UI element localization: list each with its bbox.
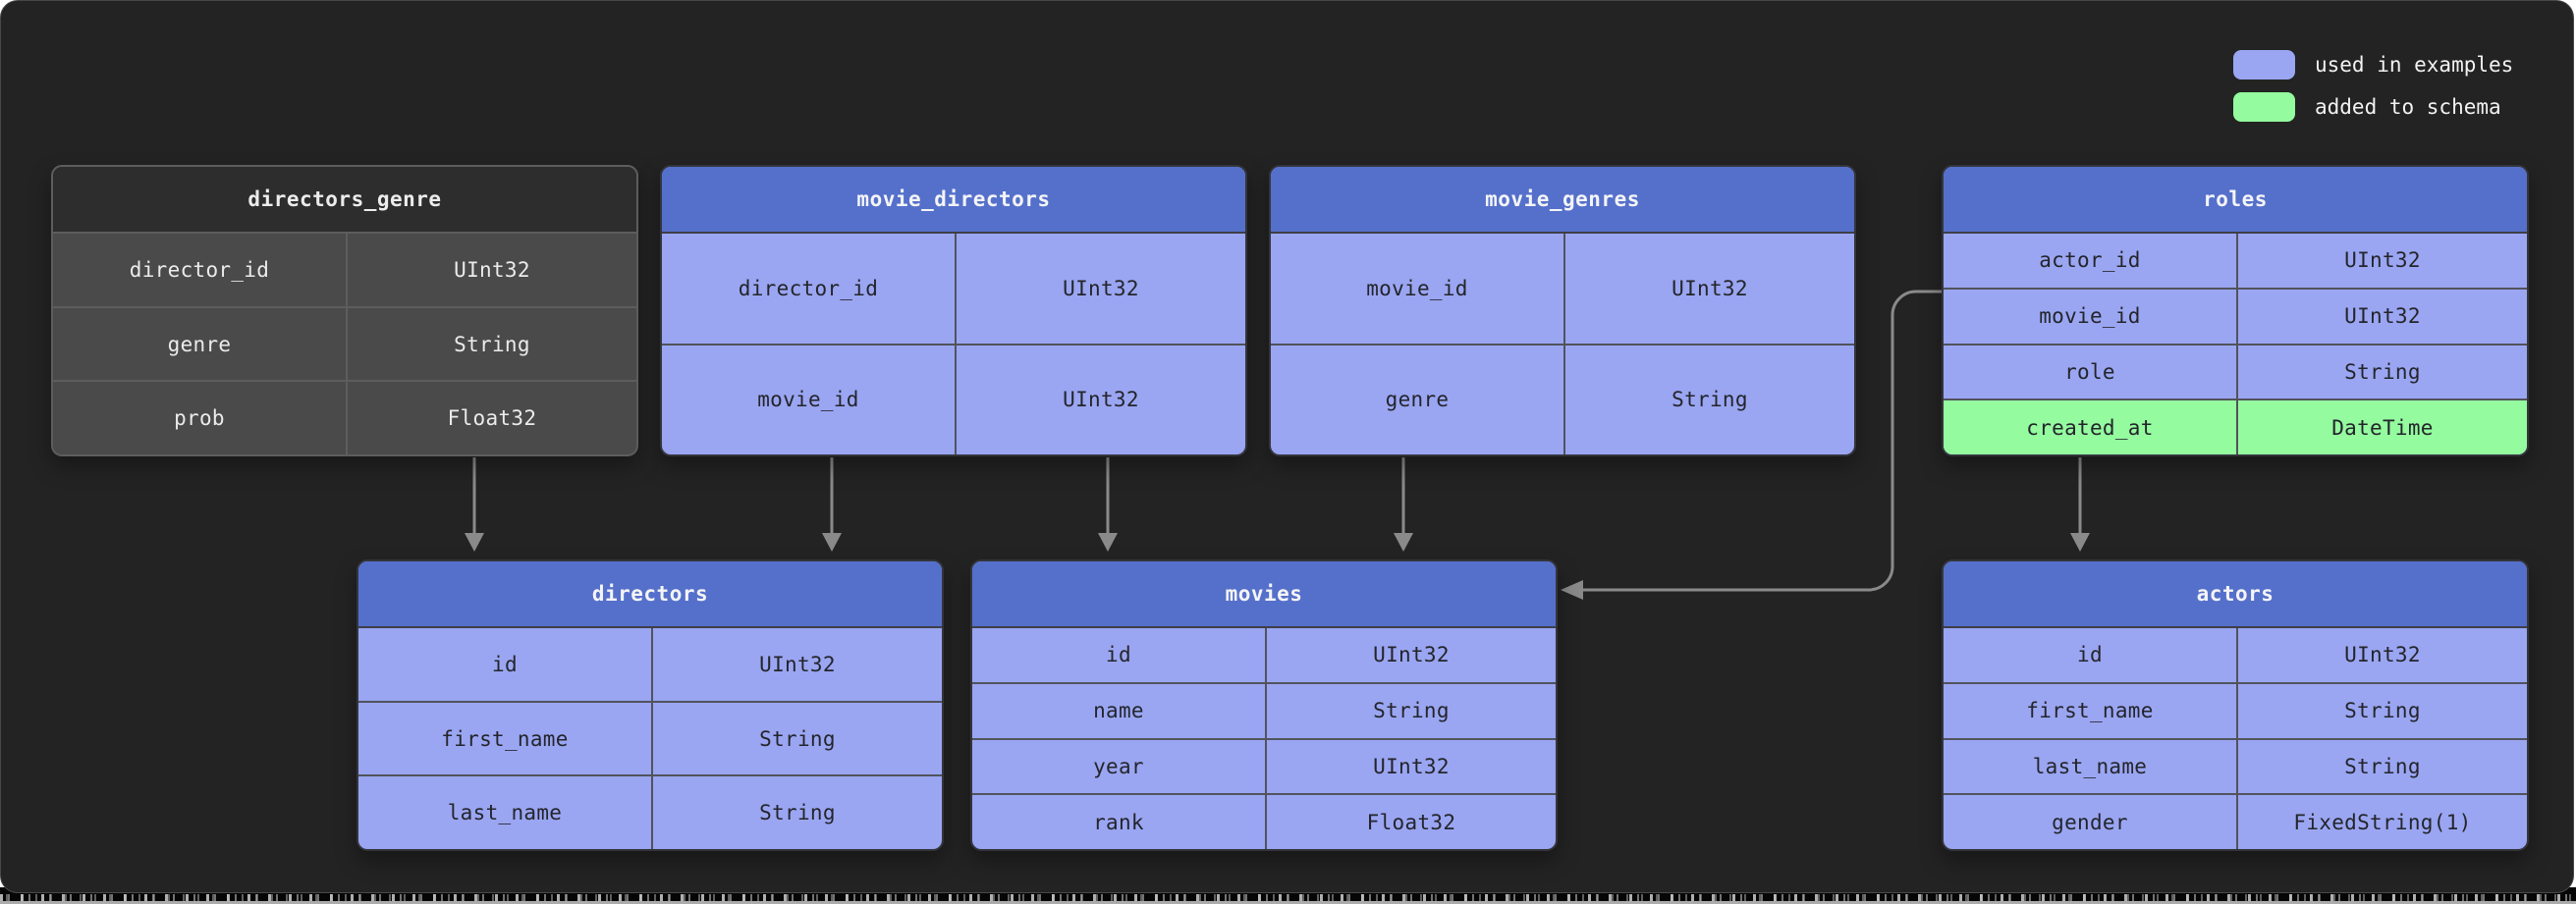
- column-name: genre: [1271, 345, 1565, 454]
- table-title: roles: [1944, 167, 2527, 234]
- column-type: DateTime: [2331, 415, 2434, 440]
- table-title: directors_genre: [53, 167, 636, 234]
- column-name: id: [1944, 628, 2238, 682]
- table-row: id UInt32: [972, 628, 1556, 682]
- column-type: UInt32: [454, 257, 530, 282]
- table-movie_directors: movie_directors director_id UInt32 movie…: [660, 165, 1247, 456]
- table-title: movie_directors: [662, 167, 1245, 234]
- column-name: id: [358, 628, 653, 701]
- table-row: id UInt32: [358, 628, 942, 701]
- table-row: rank Float32: [972, 793, 1556, 849]
- column-name: movie_id: [1944, 289, 2238, 344]
- column-name: created_at: [1944, 400, 2238, 454]
- legend-label: added to schema: [2315, 95, 2501, 119]
- legend-swatch-added-to-schema: [2233, 92, 2295, 122]
- legend-item-added-to-schema: added to schema: [2233, 92, 2513, 122]
- table-row: movie_id UInt32: [662, 343, 1245, 454]
- column-type: Float32: [1366, 810, 1456, 834]
- table-row: genre String: [1271, 343, 1854, 454]
- table-row: last_name String: [1944, 737, 2527, 794]
- column-name: genre: [53, 307, 348, 381]
- column-name: gender: [1944, 795, 2238, 849]
- column-name: prob: [53, 382, 348, 454]
- column-name: first_name: [358, 702, 653, 775]
- table-row: director_id UInt32: [53, 234, 636, 306]
- column-type: String: [759, 726, 836, 751]
- column-name: director_id: [662, 234, 957, 344]
- table-row: gender FixedString(1): [1944, 793, 2527, 849]
- column-type: UInt32: [1063, 388, 1139, 412]
- column-name: rank: [972, 795, 1267, 849]
- legend: used in examples added to schema: [2233, 50, 2513, 122]
- table-row: prob Float32: [53, 380, 636, 454]
- column-type: String: [2344, 754, 2421, 778]
- column-type: UInt32: [1373, 643, 1450, 667]
- column-type: UInt32: [1373, 754, 1450, 778]
- column-type: UInt32: [2344, 643, 2421, 667]
- column-type: String: [2344, 699, 2421, 723]
- column-name: last_name: [1944, 739, 2238, 794]
- column-name: name: [972, 683, 1267, 738]
- column-type: String: [759, 801, 836, 825]
- column-name: movie_id: [1271, 234, 1565, 344]
- legend-label: used in examples: [2315, 53, 2514, 77]
- table-row: id UInt32: [1944, 628, 2527, 682]
- column-name: last_name: [358, 776, 653, 849]
- table-row: movie_id UInt32: [1944, 287, 2527, 344]
- column-type: Float32: [447, 406, 537, 431]
- column-type: UInt32: [1063, 276, 1139, 300]
- column-type: UInt32: [1672, 276, 1748, 300]
- table-actors: actors id UInt32 first_name String last_…: [1942, 559, 2529, 851]
- column-type: String: [2344, 359, 2421, 384]
- table-row: role String: [1944, 343, 2527, 399]
- table-row: name String: [972, 681, 1556, 738]
- table-directors_genre: directors_genre director_id UInt32 genre…: [51, 165, 638, 456]
- bottom-edge-line: [0, 901, 2576, 904]
- column-name: first_name: [1944, 683, 2238, 738]
- table-movies: movies id UInt32 name String year UInt32…: [970, 559, 1558, 851]
- column-type: String: [454, 332, 530, 356]
- bottom-cutoff-text-speckles: [0, 894, 2576, 901]
- column-type: String: [1672, 388, 1748, 412]
- column-name: id: [972, 628, 1267, 682]
- legend-item-used-in-examples: used in examples: [2233, 50, 2513, 80]
- table-title: movies: [972, 561, 1556, 628]
- column-name: role: [1944, 345, 2238, 399]
- table-row: genre String: [53, 305, 636, 381]
- table-row: first_name String: [1944, 681, 2527, 738]
- column-type: UInt32: [2344, 304, 2421, 329]
- table-title: movie_genres: [1271, 167, 1854, 234]
- table-title: actors: [1944, 561, 2527, 628]
- table-row: director_id UInt32: [662, 234, 1245, 344]
- column-type: UInt32: [2344, 248, 2421, 273]
- table-row: year UInt32: [972, 737, 1556, 794]
- column-name: director_id: [53, 234, 348, 306]
- legend-swatch-used-in-examples: [2233, 50, 2295, 80]
- column-type: UInt32: [759, 652, 836, 676]
- column-name: movie_id: [662, 345, 957, 454]
- table-movie_genres: movie_genres movie_id UInt32 genre Strin…: [1269, 165, 1856, 456]
- table-row: movie_id UInt32: [1271, 234, 1854, 344]
- table-title: directors: [358, 561, 942, 628]
- table-row-added-to-schema: created_at DateTime: [1944, 399, 2527, 454]
- table-row: first_name String: [358, 700, 942, 775]
- table-directors: directors id UInt32 first_name String la…: [356, 559, 944, 851]
- table-row: last_name String: [358, 774, 942, 849]
- table-roles: roles actor_id UInt32 movie_id UInt32 ro…: [1942, 165, 2529, 456]
- column-name: year: [972, 739, 1267, 794]
- column-name: actor_id: [1944, 234, 2238, 288]
- table-row: actor_id UInt32: [1944, 234, 2527, 288]
- column-type: FixedString(1): [2293, 810, 2472, 834]
- column-type: String: [1373, 699, 1450, 723]
